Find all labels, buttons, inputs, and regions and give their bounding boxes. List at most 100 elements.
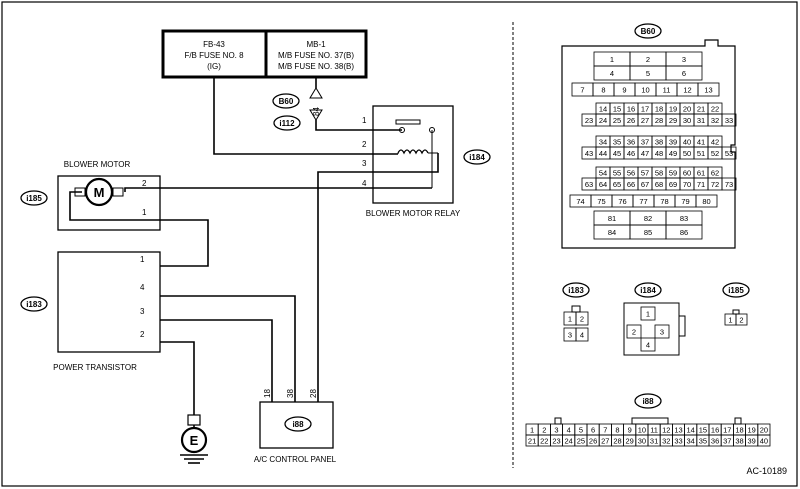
pin-number: 2 xyxy=(580,314,584,323)
pin-number: 9 xyxy=(622,85,626,94)
transistor-pin-3: 3 xyxy=(140,307,145,316)
pin-number: 2 xyxy=(542,425,546,434)
pin-number: 47 xyxy=(641,149,649,158)
pin-number: 27 xyxy=(641,116,649,125)
i88-latch-left xyxy=(554,417,562,425)
transistor-pin-1: 1 xyxy=(140,255,145,264)
pin-number: 52 xyxy=(711,149,719,158)
pin-cell xyxy=(575,327,589,342)
pin-number: 67 xyxy=(641,180,649,189)
pin-number: 20 xyxy=(760,425,768,434)
pin-number: 1 xyxy=(568,314,572,323)
svg-text:i184: i184 xyxy=(640,286,656,295)
pin-number: 37 xyxy=(641,137,649,146)
blower-motor-label: BLOWER MOTOR xyxy=(64,160,131,169)
pin-cell xyxy=(626,324,642,339)
pin-cell xyxy=(721,177,737,191)
pin-number: 1 xyxy=(610,55,614,64)
connector-label-i112: i112 xyxy=(273,115,301,131)
pin-number: 80 xyxy=(702,197,710,206)
pin-number: 81 xyxy=(608,214,616,223)
pin-number: 64 xyxy=(599,180,607,189)
relay-label: BLOWER MOTOR RELAY xyxy=(366,209,461,218)
pin-number: 12 xyxy=(662,425,670,434)
pin-number: 28 xyxy=(655,116,663,125)
pin-number: 56 xyxy=(627,168,635,177)
diagram-code: AC-10189 xyxy=(746,466,787,476)
pin-cell xyxy=(640,337,656,352)
pin-number: 31 xyxy=(697,116,705,125)
pin-number: 10 xyxy=(641,85,649,94)
pin-number: 6 xyxy=(591,425,595,434)
i184-latch xyxy=(678,315,686,337)
motor-pin-1: 1 xyxy=(142,208,147,217)
pin-number: 19 xyxy=(748,425,756,434)
fuse-fb43-line2: (IG) xyxy=(207,62,221,71)
svg-text:i185: i185 xyxy=(26,194,42,203)
pin-number: 86 xyxy=(680,228,688,237)
pin-number: 5 xyxy=(646,69,650,78)
pin-number: 33 xyxy=(725,116,733,125)
relay-pin-1: 1 xyxy=(362,116,367,125)
pin-number: 2 xyxy=(632,328,636,337)
pin-number: 3 xyxy=(682,55,686,64)
pin-number: 8 xyxy=(615,425,619,434)
pin-number: 43 xyxy=(585,149,593,158)
pin-number: 12 xyxy=(683,85,691,94)
pin-number: 3 xyxy=(660,328,664,337)
pin-number: 24 xyxy=(565,436,573,445)
svg-text:B60: B60 xyxy=(279,97,294,106)
pin-number: 78 xyxy=(660,197,668,206)
pin-number: 45 xyxy=(613,149,621,158)
pin-number: 34 xyxy=(599,137,607,146)
connector-label-b60: B60 xyxy=(272,93,300,109)
pin-number: 84 xyxy=(608,228,616,237)
pin-number: 38 xyxy=(655,137,663,146)
pin-number: 60 xyxy=(683,168,691,177)
pin-number: 14 xyxy=(687,425,695,434)
panel-pin-38: 38 xyxy=(286,389,295,398)
pin-number: 39 xyxy=(669,137,677,146)
pin-number: 26 xyxy=(589,436,597,445)
connector-label-i184: i184 xyxy=(463,149,491,165)
b60-connector-housing xyxy=(561,39,736,249)
svg-text:i183: i183 xyxy=(568,286,584,295)
panel-pin-18: 18 xyxy=(263,389,272,398)
pin-number: 13 xyxy=(674,425,682,434)
pin-number: 46 xyxy=(627,149,635,158)
pin-number: 16 xyxy=(627,104,635,113)
pin-cell xyxy=(695,194,718,208)
pin-cell xyxy=(665,65,703,81)
pin-number: 68 xyxy=(655,180,663,189)
pin-number: 3 xyxy=(568,331,572,340)
connector-label-i185: i185 xyxy=(20,190,48,206)
connector-label-i88-view: i88 xyxy=(634,393,662,409)
pin-number: 4 xyxy=(580,331,584,340)
pin-number: 54 xyxy=(599,168,607,177)
pin-number: 38 xyxy=(735,436,743,445)
ac-control-panel xyxy=(259,401,334,449)
connector-triangle-84: 84 xyxy=(309,87,323,121)
pin-number: 11 xyxy=(650,425,658,434)
pin-number: 69 xyxy=(669,180,677,189)
transistor-pin-4: 4 xyxy=(140,283,145,292)
fuse-fb43-name: FB-43 xyxy=(203,40,225,49)
pin-number: 76 xyxy=(618,197,626,206)
svg-text:i185: i185 xyxy=(728,286,744,295)
pin-number: 18 xyxy=(655,104,663,113)
pin-number: 10 xyxy=(638,425,646,434)
pin-number: 1 xyxy=(530,425,534,434)
relay-pin-3: 3 xyxy=(362,159,367,168)
pin-number: 22 xyxy=(711,104,719,113)
connector-label-i185-view: i185 xyxy=(722,282,750,298)
power-transistor-label: POWER TRANSISTOR xyxy=(53,363,137,372)
relay-pin-2: 2 xyxy=(362,140,367,149)
pin-number: 40 xyxy=(683,137,691,146)
pin-number: 14 xyxy=(599,104,607,113)
pin-number: 9 xyxy=(628,425,632,434)
pin-number: 29 xyxy=(626,436,634,445)
